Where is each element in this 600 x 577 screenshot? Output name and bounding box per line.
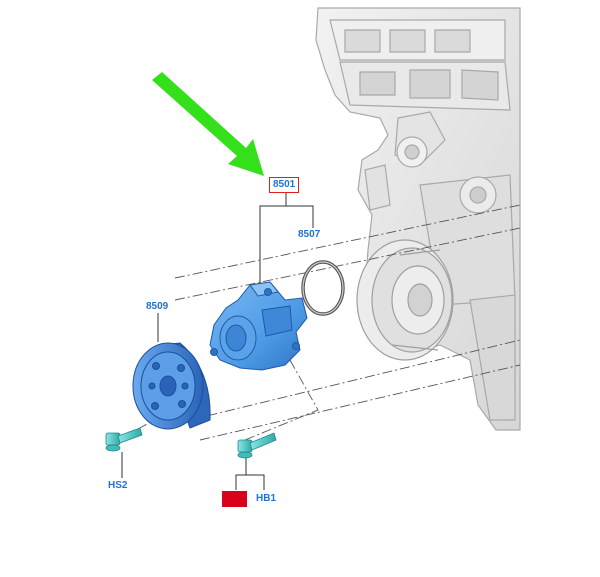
engine-block-icon bbox=[315, 7, 521, 431]
callout-pump-bolt-b-label: HB1 bbox=[256, 493, 277, 504]
callout-pulley-bolt[interactable]: HS2 bbox=[108, 480, 127, 492]
callout-gasket-label: 8507 bbox=[298, 229, 321, 240]
leader-lines bbox=[121, 192, 314, 490]
callout-pulley-bolt-label: HS2 bbox=[108, 480, 128, 491]
callout-water-pump[interactable]: 8501 bbox=[269, 177, 300, 193]
o-ring-icon bbox=[301, 260, 345, 316]
crank-pulley-icon bbox=[356, 239, 454, 361]
pulley-icon bbox=[132, 342, 211, 430]
callout-pulley[interactable]: 8509 bbox=[146, 301, 168, 313]
callout-water-pump-label: 8501 bbox=[273, 179, 296, 190]
water-pump-icon bbox=[209, 281, 308, 371]
callout-pump-bolt-a[interactable]: HS1 bbox=[222, 491, 248, 507]
callout-pump-bolt-a-label: HS1 bbox=[225, 493, 245, 504]
pointer-arrow-icon bbox=[152, 72, 264, 176]
callout-pulley-label: 8509 bbox=[146, 301, 169, 312]
bolt-icon bbox=[237, 432, 277, 459]
callout-pump-bolt-b[interactable]: HB1 bbox=[256, 493, 276, 505]
callout-gasket[interactable]: 8507 bbox=[298, 229, 320, 241]
bolt-icon bbox=[105, 427, 143, 452]
